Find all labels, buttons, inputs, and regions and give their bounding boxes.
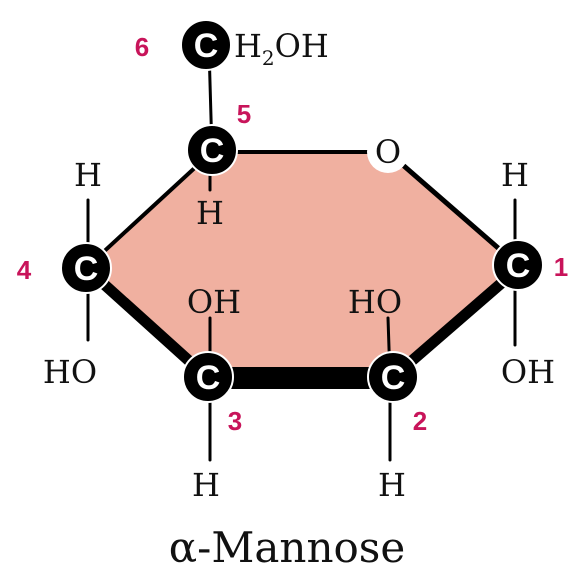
bond-c1-c2 <box>386 261 526 384</box>
c1-bottom-label: OH <box>501 353 555 391</box>
c5-bottom-label: H <box>196 194 224 232</box>
svg-text:C: C <box>74 250 99 288</box>
molecule-name: α-Mannose <box>169 523 405 572</box>
bond-c3-c4 <box>80 262 214 384</box>
svg-text:C: C <box>381 359 406 397</box>
svg-text:C: C <box>196 359 221 397</box>
bond-c4-c5 <box>84 150 214 270</box>
c4-top-label: H <box>74 156 102 194</box>
ring-bonds <box>80 150 526 389</box>
c4-bottom-label: HO <box>43 353 97 391</box>
carbon-atoms: C C C C C C <box>60 19 544 403</box>
ring-oxygen: O <box>375 133 401 171</box>
carbon-5: C <box>186 124 238 176</box>
carbon-6: C <box>180 19 232 71</box>
carbon-4: C <box>60 242 112 294</box>
carbon-3: C <box>182 351 234 403</box>
c3-bottom-label: H <box>192 466 220 504</box>
carbon-number-2: 2 <box>413 406 427 436</box>
c6-group-label: H2OH <box>234 27 329 70</box>
carbon-numbers: 6 5 4 3 2 1 <box>17 32 568 436</box>
svg-text:C: C <box>200 132 225 170</box>
c2-bottom-label: H <box>378 466 406 504</box>
c3-top-label: OH <box>187 283 241 321</box>
pyranose-ring <box>86 152 520 378</box>
carbon-number-4: 4 <box>17 255 32 285</box>
carbon-number-1: 1 <box>554 252 568 282</box>
substituent-labels: H2OH H H HO OH H HO H H OH <box>43 27 555 504</box>
carbon-number-5: 5 <box>237 99 251 129</box>
carbon-1: C <box>492 239 544 291</box>
carbon-number-3: 3 <box>228 406 242 436</box>
carbon-2: C <box>367 351 419 403</box>
carbon-number-6: 6 <box>135 32 149 62</box>
c2-top-label: HO <box>348 283 402 321</box>
ring-oxygen-halo <box>367 131 409 173</box>
svg-text:C: C <box>194 27 219 65</box>
svg-text:C: C <box>506 247 531 285</box>
c1-top-label: H <box>501 156 529 194</box>
